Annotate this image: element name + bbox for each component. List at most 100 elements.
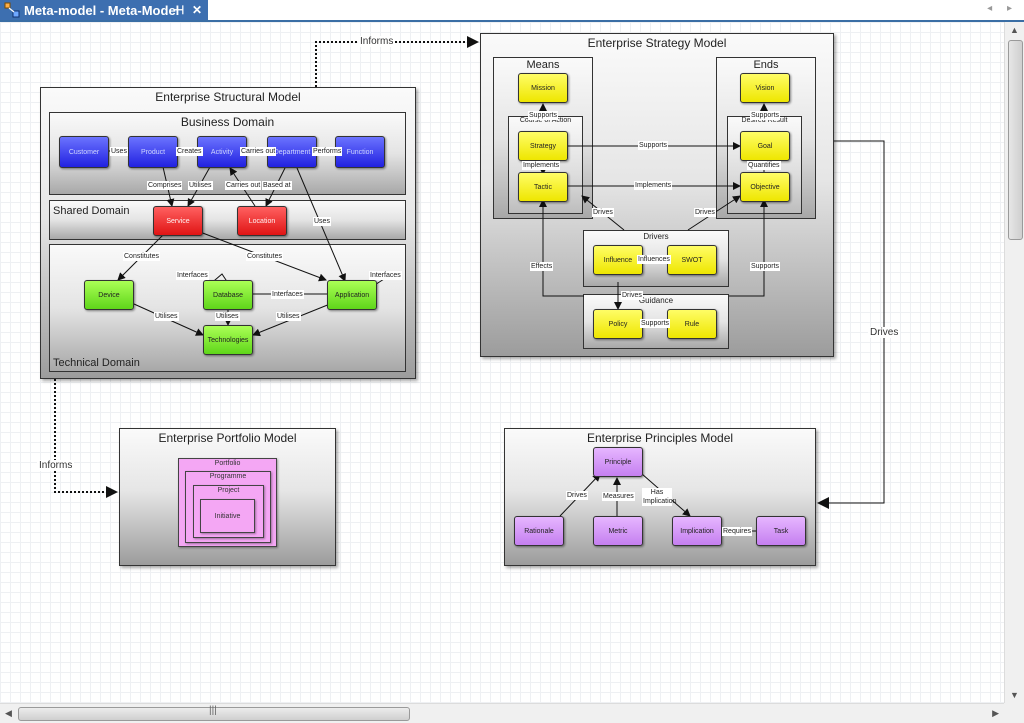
pin-icon[interactable]: ⊣ <box>173 3 185 17</box>
link-label: Constitutes <box>123 252 161 261</box>
informs-label-top: Informs <box>358 36 396 47</box>
link-label: Utilises <box>154 312 179 321</box>
link-label: Drives <box>694 208 716 217</box>
horizontal-scrollbar[interactable]: ◀ ||| ▶ <box>0 703 1004 723</box>
link-label: Creates <box>176 147 203 156</box>
implication-node[interactable]: Implication <box>672 516 722 546</box>
goal-node[interactable]: Goal <box>740 131 790 161</box>
diagram-canvas[interactable]: Enterprise Structural Model Business Dom… <box>0 22 1004 703</box>
connector-layer <box>54 36 885 535</box>
link-label: Supports <box>528 111 559 120</box>
horizontal-scroll-thumb[interactable]: ||| <box>18 705 410 721</box>
link-label: Has Implication <box>642 488 677 506</box>
course-of-action-title: Course of Action <box>519 117 572 124</box>
scroll-right-icon[interactable]: ▶ <box>992 708 999 718</box>
task-node[interactable]: Task <box>756 516 806 546</box>
scroll-up-icon[interactable]: ▲ <box>1010 25 1019 35</box>
drivers-title: Drivers <box>643 232 669 241</box>
technologies-node[interactable]: Technologies <box>203 325 253 355</box>
influence-node[interactable]: Influence <box>593 245 643 275</box>
vertical-scrollbar[interactable]: ▲ ▼ <box>1004 22 1024 703</box>
vertical-scroll-thumb[interactable] <box>1008 40 1023 240</box>
link-label: Uses <box>110 147 128 156</box>
principle-node[interactable]: Principle <box>593 447 643 477</box>
service-node[interactable]: Service <box>153 206 203 236</box>
link-label: Drives <box>566 491 588 500</box>
link-label: Constitutes <box>246 252 284 261</box>
link-label: Carries out <box>225 181 262 190</box>
scroll-left-icon[interactable]: ◀ <box>5 708 12 718</box>
link-label: Implements <box>522 161 561 170</box>
product-node[interactable]: Product <box>128 136 178 168</box>
technical-domain-title: Technical Domain <box>53 357 140 369</box>
function-node[interactable]: Function <box>335 136 385 168</box>
close-icon[interactable]: ✕ <box>191 3 203 17</box>
link-label: Uses <box>313 217 331 226</box>
project-label: Project <box>217 487 240 494</box>
portfolio-model-title: Enterprise Portfolio Model <box>158 431 297 445</box>
policy-node[interactable]: Policy <box>593 309 643 339</box>
link-label: Effects <box>530 262 554 271</box>
rationale-node[interactable]: Rationale <box>514 516 564 546</box>
ends-title: Ends <box>753 59 779 71</box>
vision-node[interactable]: Vision <box>740 73 790 103</box>
link-label: Utilises <box>188 181 213 190</box>
structural-model-title: Enterprise Structural Model <box>155 90 301 104</box>
link-label: Quantifies <box>747 161 781 170</box>
link-label: Supports <box>750 262 781 271</box>
informs-label-left: Informs <box>37 460 75 471</box>
shared-domain[interactable]: Shared Domain <box>49 200 406 240</box>
desired-result-title: Desired Result <box>741 117 788 124</box>
link-label: Interfaces <box>369 271 402 280</box>
principles-model-title: Enterprise Principles Model <box>586 431 734 445</box>
link-label: Measures <box>602 492 635 501</box>
scroll-down-icon[interactable]: ▼ <box>1010 690 1019 700</box>
portfolio-label: Portfolio <box>214 460 241 467</box>
link-label: Requires <box>722 527 753 536</box>
device-node[interactable]: Device <box>84 280 134 310</box>
application-node[interactable]: Application <box>327 280 377 310</box>
strategy-node[interactable]: Strategy <box>518 131 568 161</box>
link-label: Implements <box>634 181 673 190</box>
means-title: Means <box>526 59 560 71</box>
link-label: Utilises <box>276 312 301 321</box>
link-label: Utilises <box>215 312 240 321</box>
link-label: Performs <box>312 147 343 156</box>
rule-node[interactable]: Rule <box>667 309 717 339</box>
link-label: Interfaces <box>176 271 209 280</box>
scrollbar-corner <box>1004 703 1024 723</box>
customer-node[interactable]: Customer <box>59 136 109 168</box>
link-label: Supports <box>750 111 781 120</box>
tab-nav-arrows[interactable]: ◂ ▸ <box>987 3 1018 14</box>
link-label: Drives <box>621 291 643 300</box>
link-label: Supports <box>640 319 671 328</box>
initiative-node[interactable]: Initiative <box>200 499 255 533</box>
link-label: Interfaces <box>271 290 304 299</box>
link-label: Influences <box>637 255 671 264</box>
business-domain-title: Business Domain <box>180 115 275 129</box>
objective-node[interactable]: Objective <box>740 172 790 202</box>
shared-domain-title: Shared Domain <box>53 205 130 217</box>
link-label: Drives <box>592 208 614 217</box>
document-tabstrip: Meta-model - Meta-Model ⊣ ✕ ◂ ▸ <box>0 0 1024 22</box>
metric-node[interactable]: Metric <box>593 516 643 546</box>
location-node[interactable]: Location <box>237 206 287 236</box>
initiative-label: Initiative <box>214 513 241 520</box>
link-label: Supports <box>638 141 669 150</box>
tab-title: Meta-model - Meta-Model <box>24 2 180 18</box>
mission-node[interactable]: Mission <box>518 73 568 103</box>
guidance-title: Guidance <box>638 296 674 305</box>
strategy-model-title: Enterprise Strategy Model <box>587 36 727 50</box>
tab-meta-model[interactable]: Meta-model - Meta-Model ⊣ ✕ <box>0 0 208 20</box>
link-label: Carries out <box>240 147 277 156</box>
link-label: Based at <box>262 181 292 190</box>
drives-label-right: Drives <box>868 327 901 338</box>
swot-node[interactable]: SWOT <box>667 245 717 275</box>
grip-icon: ||| <box>209 705 217 716</box>
programme-label: Programme <box>209 473 247 480</box>
activity-node[interactable]: Activity <box>197 136 247 168</box>
link-label: Comprises <box>147 181 183 190</box>
database-node[interactable]: Database <box>203 280 253 310</box>
tactic-node[interactable]: Tactic <box>518 172 568 202</box>
model-icon <box>4 2 20 18</box>
